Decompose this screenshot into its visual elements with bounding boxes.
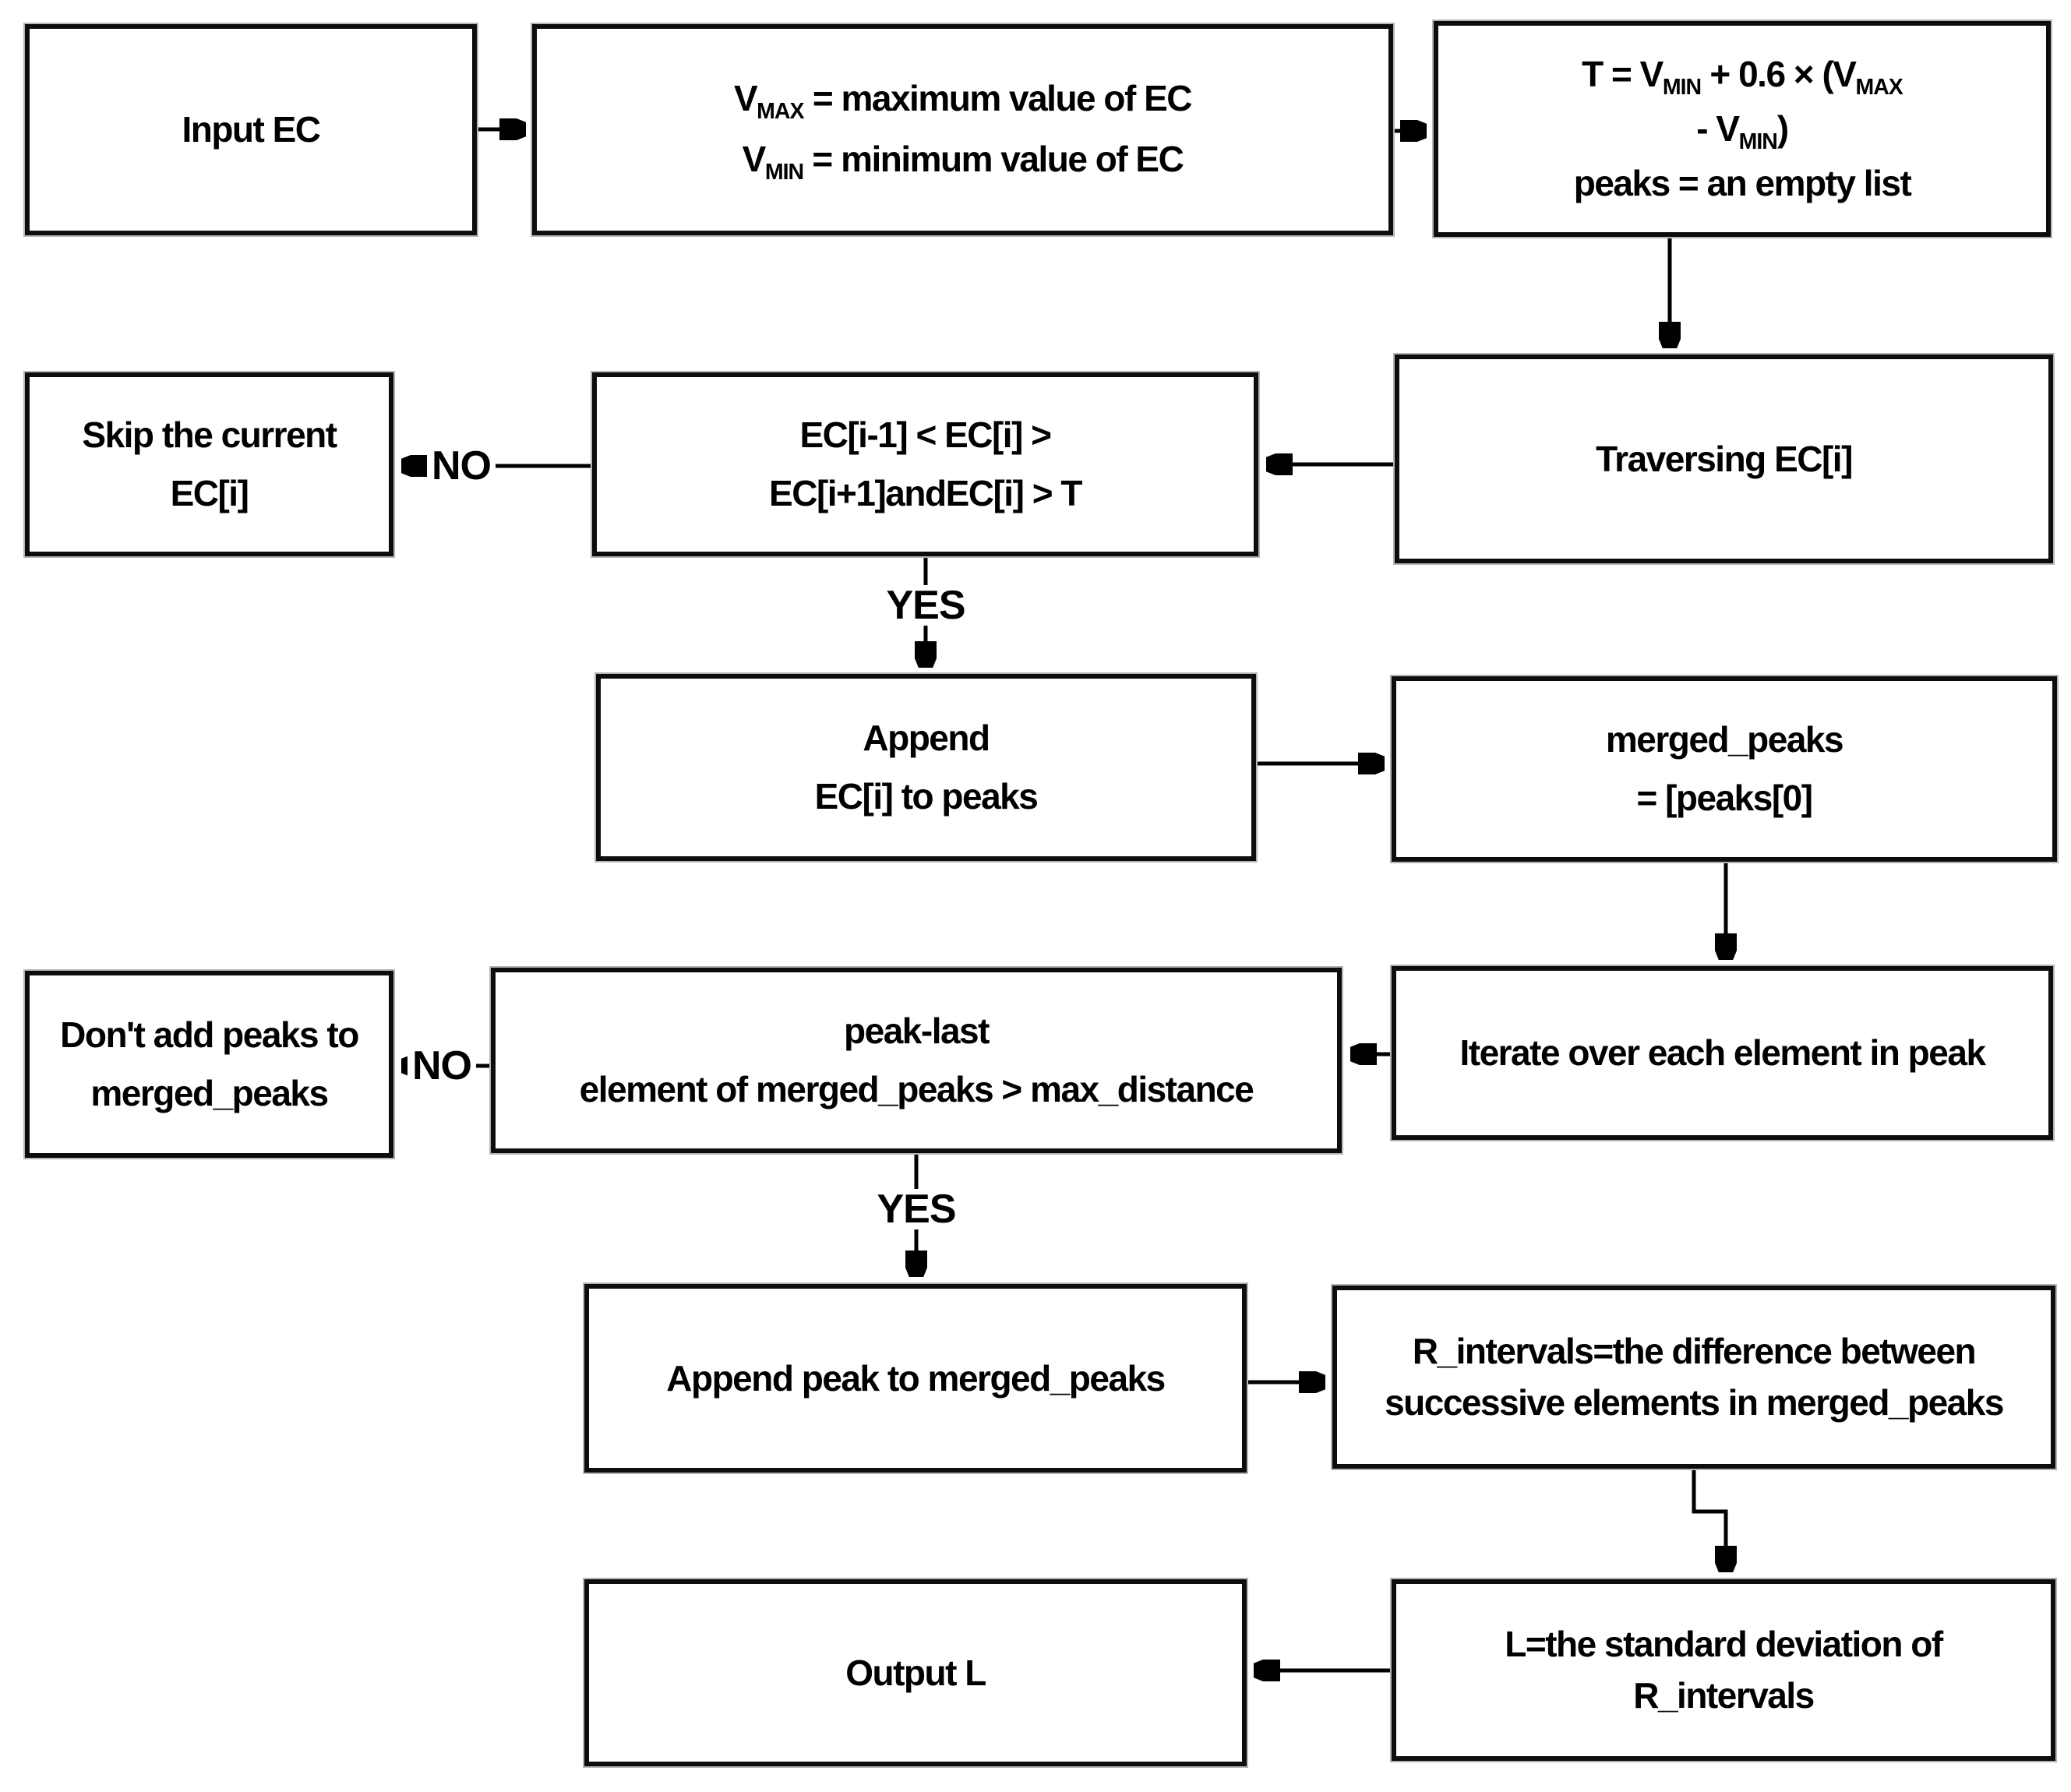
vmin-line: VMIN = minimum value of EC [742, 138, 1184, 185]
node-merged-peaks-init: merged_peaks = [peaks[0] [1392, 676, 2057, 862]
dontadd-line2: merged_peaks [90, 1073, 329, 1113]
node-decision-max-distance: peak-last element of merged_peaks > max_… [491, 968, 1342, 1153]
threshold-line3: peaks = an empty list [1573, 162, 1912, 203]
node-iterate: Iterate over each element in peak [1392, 966, 2053, 1140]
edge-label-no2: NO [407, 1046, 476, 1086]
edge-label-yes2: YES [872, 1189, 961, 1229]
decision1-line1: EC[i-1] < EC[i] > [799, 414, 1052, 456]
node-decision-peak-check: EC[i-1] < EC[i] > EC[i+1]andEC[i] > T [592, 372, 1258, 556]
node-vmax-vmin: VMAX = maximum value of EC VMIN = minimu… [532, 24, 1393, 235]
decision2-line2: element of merged_peaks > max_distance [579, 1069, 1254, 1109]
node-traversing-text: Traversing EC[i] [1596, 438, 1853, 479]
skip-line2: EC[i] [170, 473, 249, 513]
node-traversing: Traversing EC[i] [1395, 355, 2053, 563]
node-l-std: L=the standard deviation of R_intervals [1392, 1579, 2055, 1761]
node-output-text: Output L [845, 1652, 986, 1693]
node-input-ec-text: Input EC [182, 109, 321, 150]
lstd-line1: L=the standard deviation of [1505, 1624, 1943, 1665]
dontadd-line1: Don't add peaks to [60, 1014, 359, 1056]
merged-line2: = [peaks[0] [1636, 778, 1813, 818]
append2-text: Append peak to merged_peaks [666, 1357, 1166, 1399]
rintervals-line1: R_intervals=the difference between [1412, 1331, 1977, 1372]
rintervals-line2: successive elements in merged_peaks [1385, 1381, 2004, 1423]
append-line1: Append [863, 718, 990, 759]
node-append-peak-merged: Append peak to merged_peaks [584, 1284, 1247, 1473]
skip-line1: Skip the current [82, 414, 337, 456]
threshold-line2: - VMIN) [1696, 108, 1789, 155]
decision1-line2: EC[i+1]andEC[i] > T [769, 473, 1082, 513]
edge-rintervals-to-lstd [1692, 1469, 1726, 1568]
lstd-line2: R_intervals [1633, 1674, 1815, 1716]
vmax-line: VMAX = maximum value of EC [733, 78, 1193, 125]
node-output: Output L [584, 1579, 1247, 1766]
node-input-ec: Input EC [25, 24, 477, 235]
append-line2: EC[i] to peaks [814, 776, 1039, 817]
edge-label-yes1: YES [881, 585, 970, 626]
edge-label-no1: NO [427, 446, 496, 486]
node-r-intervals: R_intervals=the difference between succe… [1332, 1286, 2055, 1469]
node-dont-add: Don't add peaks to merged_peaks [25, 971, 393, 1158]
threshold-line1: T = VMIN + 0.6 × (VMAX [1582, 54, 1903, 101]
node-threshold: T = VMIN + 0.6 × (VMAX - VMIN) peaks = a… [1434, 21, 2051, 237]
decision2-line1: peak-last [844, 1011, 990, 1052]
merged-line1: merged_peaks [1605, 719, 1844, 760]
node-skip-current: Skip the current EC[i] [25, 372, 393, 556]
node-append-ec-to-peaks: Append EC[i] to peaks [596, 674, 1256, 861]
node-iterate-text: Iterate over each element in peak [1459, 1032, 1986, 1074]
